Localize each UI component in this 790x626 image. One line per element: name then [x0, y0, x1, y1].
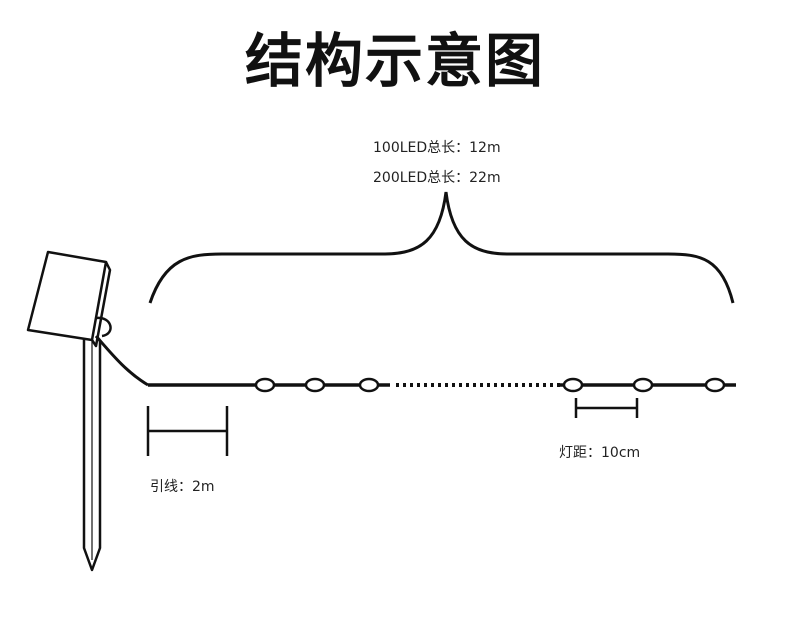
led-spacing-dimension [574, 398, 639, 418]
led-bulb [704, 377, 726, 393]
led-spacing-label: 灯距：10cm [559, 445, 641, 461]
diagram-title: 结构示意图 [244, 27, 545, 95]
led-bulb [632, 377, 654, 393]
total-length-100led: 100LED总长：12m [373, 140, 501, 156]
led-bulb [304, 377, 326, 393]
led-bulb [358, 377, 380, 393]
lead-wire-label: 引线：2m [150, 479, 215, 495]
solar-panel [26, 250, 112, 348]
total-length-200led: 200LED总长：22m [373, 170, 501, 186]
led-bulb [562, 377, 584, 393]
lead-wire [94, 335, 149, 387]
ground-stake [82, 338, 102, 572]
led-bulb [254, 377, 276, 393]
length-brace [148, 191, 735, 304]
led-bulbs [254, 377, 726, 393]
lead-wire-dimension [146, 406, 229, 456]
